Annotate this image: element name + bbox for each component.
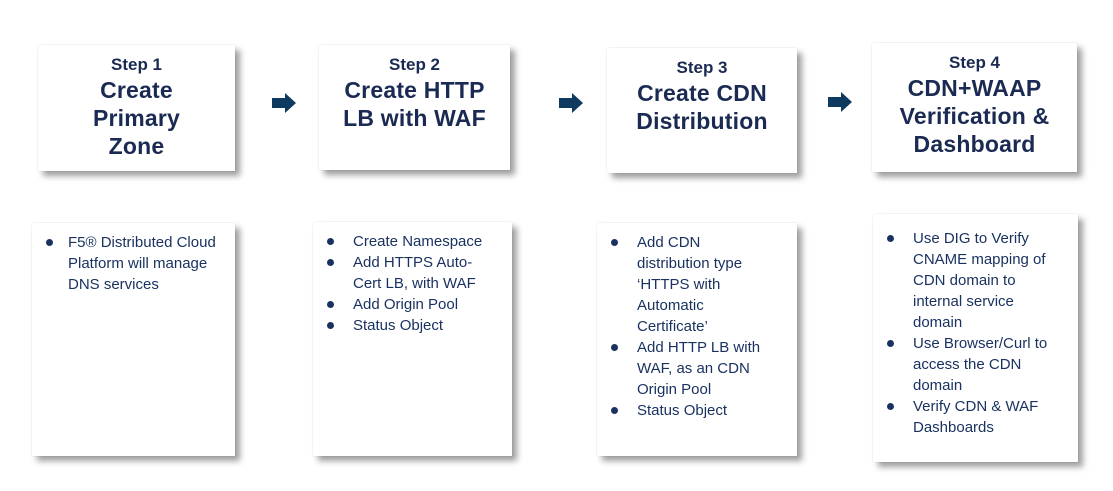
- bullet-text: Use DIG to Verify CNAME mapping of CDN d…: [913, 230, 1046, 331]
- right-arrow-icon: [828, 92, 852, 112]
- bullet-item: F5® Distributed Cloud Platform will mana…: [46, 232, 231, 295]
- step-1-label: Step 1: [110, 55, 163, 74]
- bullet-item: Use Browser/Curl to access the CDN domai…: [887, 333, 1074, 396]
- step-3-bullet-list: Add CDN distribution type ‘HTTPS with Au…: [597, 223, 797, 421]
- bullet-icon: [327, 238, 334, 245]
- step-1-title-line: Create: [100, 77, 173, 103]
- bullet-icon: [611, 407, 618, 414]
- bullet-icon: [887, 235, 894, 242]
- step-2-detail-card: Create Namespace Add HTTPS Auto-Cert LB,…: [313, 222, 512, 456]
- bullet-item: Verify CDN & WAF Dashboards: [887, 396, 1074, 438]
- step-1-header-card: Step 1 Create Primary Zone: [38, 45, 235, 171]
- step-4-label: Step 4: [948, 53, 1001, 72]
- bullet-item: Status Object: [327, 315, 508, 336]
- step-1-bullet-list: F5® Distributed Cloud Platform will mana…: [32, 223, 235, 295]
- step-1-title-line: Zone: [108, 133, 165, 159]
- bullet-text: Use Browser/Curl to access the CDN domai…: [913, 335, 1048, 394]
- bullet-text: Add HTTP LB with WAF, as an CDN Origin P…: [637, 339, 761, 398]
- bullet-icon: [327, 301, 334, 308]
- step-2-title-line: Create HTTP: [344, 77, 485, 103]
- bullet-icon: [327, 322, 334, 329]
- bullet-text: Create Namespace: [353, 233, 483, 250]
- bullet-text: Add HTTPS Auto-Cert LB, with WAF: [353, 254, 476, 292]
- right-arrow-icon: [272, 93, 296, 113]
- step-2-title-line: LB with WAF: [343, 105, 486, 131]
- step-4-bullet-list: Use DIG to Verify CNAME mapping of CDN d…: [873, 214, 1078, 438]
- bullet-item: Add Origin Pool: [327, 294, 508, 315]
- bullet-text: Status Object: [637, 402, 728, 419]
- bullet-text: Add CDN distribution type ‘HTTPS with Au…: [637, 234, 743, 335]
- step-3-detail-card: Add CDN distribution type ‘HTTPS with Au…: [597, 223, 797, 456]
- bullet-icon: [611, 239, 618, 246]
- step-2-label: Step 2: [388, 55, 441, 74]
- step-4-title-line: Dashboard: [913, 131, 1036, 157]
- step-3-title-line: Create CDN: [637, 80, 767, 106]
- step-3-title-line: Distribution: [636, 108, 768, 134]
- bullet-icon: [887, 340, 894, 347]
- bullet-icon: [327, 259, 334, 266]
- step-4-title-line: CDN+WAAP: [907, 75, 1042, 101]
- step-4-header-card: Step 4 CDN+WAAP Verification & Dashboard: [872, 43, 1077, 172]
- bullet-text: Verify CDN & WAF Dashboards: [913, 398, 1039, 436]
- step-1-detail-card: F5® Distributed Cloud Platform will mana…: [32, 223, 235, 456]
- bullet-item: Add HTTPS Auto-Cert LB, with WAF: [327, 252, 508, 294]
- right-arrow-icon: [559, 93, 583, 113]
- step-3-label: Step 3: [676, 58, 728, 77]
- bullet-item: Add CDN distribution type ‘HTTPS with Au…: [611, 232, 793, 337]
- bullet-item: Add HTTP LB with WAF, as an CDN Origin P…: [611, 337, 793, 400]
- step-4-detail-card: Use DIG to Verify CNAME mapping of CDN d…: [873, 214, 1078, 462]
- step-1-title-line: Primary: [92, 105, 181, 131]
- bullet-text: Add Origin Pool: [353, 296, 459, 313]
- bullet-text: F5® Distributed Cloud Platform will mana…: [68, 234, 216, 293]
- bullet-icon: [887, 403, 894, 410]
- bullet-item: Status Object: [611, 400, 793, 421]
- bullet-item: Use DIG to Verify CNAME mapping of CDN d…: [887, 228, 1074, 333]
- bullet-icon: [46, 239, 53, 246]
- step-2-bullet-list: Create Namespace Add HTTPS Auto-Cert LB,…: [313, 222, 512, 336]
- step-2-header-card: Step 2 Create HTTP LB with WAF: [319, 45, 510, 170]
- bullet-item: Create Namespace: [327, 231, 508, 252]
- bullet-text: Status Object: [353, 317, 444, 334]
- bullet-icon: [611, 344, 618, 351]
- step-4-title-line: Verification &: [899, 103, 1050, 129]
- step-3-header-card: Step 3 Create CDN Distribution: [607, 48, 797, 173]
